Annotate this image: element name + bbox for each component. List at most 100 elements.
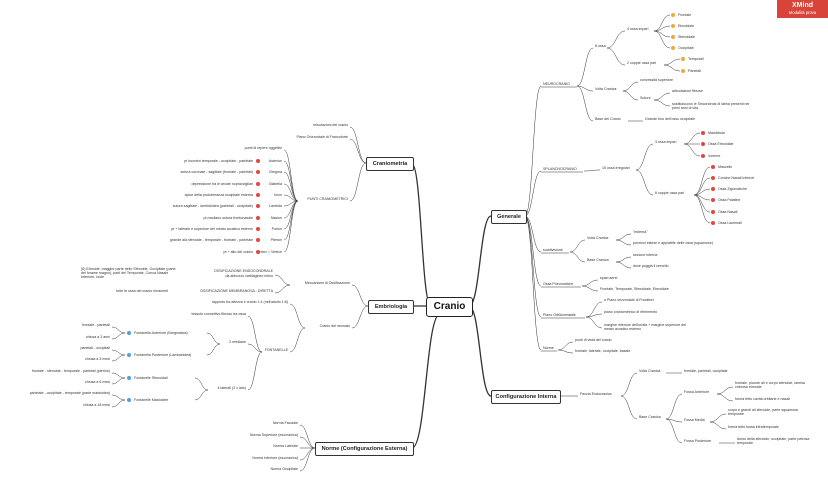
topic-nasali[interactable]: Ossa Nasali	[718, 210, 738, 214]
topic-mastoidee-b[interactable]: chiusa a 18 mesi	[83, 403, 110, 407]
topic-punto-desc[interactable]: grande ala sfenoide - temporale - fronta…	[170, 238, 253, 242]
topic-anteriore-b[interactable]: chiusa a 3 anni	[85, 335, 110, 339]
topic-palatine[interactable]: Ossa Palatine	[718, 198, 741, 202]
topic-endocondrale[interactable]: OSSIFICAZIONE ENDOCONDRALE	[213, 269, 273, 273]
topic-posteriore-a[interactable]: dorso della sfenoide, occipitale, parte …	[737, 437, 810, 446]
topic-punto-name[interactable]: Nasion	[270, 216, 282, 220]
topic-faccia-endocranica[interactable]: Faccia Endocranica	[580, 392, 612, 396]
topic-frontale-list[interactable]: Frontale, Temporale, Sfenoidale, Etmoida…	[600, 287, 669, 291]
topic-base-cranica[interactable]: Base Cranica	[587, 258, 609, 262]
topic-norma-1[interactable]: Norma Facciale	[272, 421, 298, 425]
main-topic-configurazione[interactable]: Configurazione Interna	[491, 390, 561, 404]
topic-punto-desc[interactable]: depressione tra le arcate sopraccigliari	[191, 182, 253, 186]
topic-membranosa-desc[interactable]: tutte le ossa del cranio rimanenti	[116, 289, 168, 293]
topic-grande-foro[interactable]: Grande foro dell'osso occipitale	[645, 117, 696, 121]
topic-sfenoidali-b[interactable]: chiusa a 6 mesi	[85, 380, 110, 384]
topic-sfenoidali-a[interactable]: frontale - sfenoide - temporale - pariet…	[31, 369, 110, 373]
topic-vomere[interactable]: Vomere	[708, 154, 721, 158]
topic-sostituiscono[interactable]: sostituiscono le Sincondrosi di latina p…	[672, 102, 750, 111]
topic-esterna[interactable]: "esterna"	[633, 230, 648, 234]
topic-temporali[interactable]: Temporali	[688, 57, 704, 61]
topic-punto-name[interactable]: Asterion	[268, 159, 282, 163]
topic-punti-craniometrici[interactable]: PUNTI CRANIOMETRICI	[307, 197, 348, 201]
topic-rapporto[interactable]: rapporto tra altezza e cranio 1:4 (nell'…	[211, 300, 288, 304]
topic-punto-desc[interactable]: pt + laterale e superiore del meato acus…	[171, 227, 253, 231]
topic-mastoidee[interactable]: Fontanelle Mastoidee	[134, 398, 169, 402]
topic-margine[interactable]: margine inferiore dell'orbita + margine …	[604, 323, 687, 332]
main-topic-generale[interactable]: Generale	[491, 210, 527, 224]
topic-volta-cranica-2[interactable]: Volta Cranica	[587, 236, 609, 240]
topic-config-volta[interactable]: Volta Cranica	[639, 369, 661, 373]
topic-punto-desc[interactable]: sutura sagittale - lambdoidea (parietali…	[172, 204, 253, 208]
topic-quattro-impari[interactable]: 4 ossa impari	[627, 27, 649, 31]
topic-convessita[interactable]: convessità superiore	[640, 78, 673, 82]
topic-punti-vista[interactable]: punti di vista del cranio	[575, 338, 612, 342]
topic-punto-name[interactable]: Pterion	[270, 238, 282, 242]
topic-meccanismi[interactable]: Meccanismi di Ossificazione	[304, 281, 350, 285]
topic-suddivisione[interactable]: suddivisione	[543, 248, 563, 252]
topic-piano-cranio[interactable]: piano craniometrico di riferimento	[604, 310, 658, 314]
topic-norma-3[interactable]: Norma Laterale	[273, 444, 298, 448]
topic-frontale[interactable]: Frontale	[678, 13, 692, 17]
topic-norma-2[interactable]: Norma Superiore (esocranica)	[249, 433, 298, 437]
topic-porzioni[interactable]: porzioni estese e appiattite delle ossa …	[633, 241, 713, 245]
topic-mastoidee-a[interactable]: parietale - occipitale - temporale (part…	[29, 391, 110, 395]
topic-posteriore-b[interactable]: chiusa a 3 mesi	[85, 357, 110, 361]
topic-punto-name[interactable]: Bregma	[269, 170, 282, 174]
topic-anteriore-a[interactable]: frontale - parietali	[82, 323, 110, 327]
topic-splancnocranio[interactable]: SPLANCNOCRANIO	[543, 167, 577, 171]
topic-punto-desc[interactable]: apice della protuberanza occipitale este…	[184, 193, 253, 197]
topic-zigomatiche[interactable]: Ossa Zigomatiche	[718, 187, 747, 191]
topic-conche[interactable]: Conche Nasali Inferiori	[718, 176, 755, 180]
topic-mandibola[interactable]: Mandibola	[708, 131, 725, 135]
main-topic-embriologia[interactable]: Embriologia	[368, 300, 414, 314]
topic-punto-desc[interactable]: pt mediano sutura frontonasale	[203, 216, 253, 220]
topic-neonato[interactable]: Cranio del neonato	[319, 324, 350, 328]
topic-sezione[interactable]: sezione interna	[633, 253, 658, 257]
topic-frontale-lat[interactable]: frontale, laterale, occipitale, basale	[575, 349, 631, 353]
topic-punto-desc[interactable]: pt + alto del cranio	[223, 250, 253, 254]
topic-laterali[interactable]: 4 laterali (2 x lato)	[217, 386, 246, 390]
topic-lacrimali[interactable]: Ossa Lacrimali	[718, 221, 742, 225]
topic-punti-desc[interactable]: punti di repere oggettivi	[244, 146, 282, 150]
topic-posteriore[interactable]: Fontanella Posteriore (Lambdoidea)	[134, 353, 192, 357]
topic-anteriore[interactable]: Fontanella Anteriore (Bregmatica)	[134, 331, 188, 335]
topic-parietali[interactable]: Parietali	[688, 69, 701, 73]
topic-media-b[interactable]: forma tetto fossa infratemporale	[728, 425, 779, 429]
topic-quindici[interactable]: 15 ossa irregolari	[602, 166, 630, 170]
topic-tre-impari[interactable]: 3 ossa impari	[655, 140, 677, 144]
topic-norma-5[interactable]: Norma Occipitale	[270, 467, 298, 471]
topic-posteriore-a[interactable]: parietali - occipitali	[80, 346, 110, 350]
topic-neurocranio[interactable]: NEUROCRANIO	[543, 82, 570, 86]
topic-fontanelle[interactable]: FONTANELLE	[264, 348, 288, 352]
topic-media-a[interactable]: corpo e grandi ali sfenoide, parte squam…	[728, 408, 798, 417]
topic-suture[interactable]: Suture	[640, 96, 651, 100]
topic-punto-name[interactable]: Vertex = Vertice	[256, 250, 282, 254]
topic-punto-name[interactable]: Porion	[271, 227, 282, 231]
topic-mascelle[interactable]: Mascelle	[718, 165, 733, 169]
topic-config-volta-desc[interactable]: frontale, parietali, occipitale	[684, 369, 728, 373]
topic-sei-coppie[interactable]: 6 coppie ossa pari	[655, 191, 685, 195]
topic-anteriore-a[interactable]: frontale, piccole ali e corpo sfenoide, …	[735, 381, 805, 390]
topic-tessuto[interactable]: tessuto connettivo fibroso tra ossa	[191, 312, 246, 316]
topic-ossa_pneumatiche[interactable]: Ossa Pneumatiche	[543, 282, 574, 286]
topic-fossa-media[interactable]: Fossa Media	[684, 418, 705, 422]
topic-sfenoidali[interactable]: Fontanelle Sfenoidali	[134, 376, 168, 380]
topic-config-base[interactable]: Base Cranica	[639, 415, 661, 419]
topic-mediane[interactable]: 2 mediane	[229, 340, 246, 344]
topic-piano-francoforte[interactable]: Piano Orizzontale di Francoforte	[296, 135, 348, 139]
topic-etmoidale[interactable]: Etmoidale	[678, 24, 694, 28]
topic-endocondrale-desc[interactable]: da abbozzo cartilagineo intino	[225, 274, 273, 278]
trial-badge[interactable]: XMind Modalità prova	[777, 0, 828, 18]
topic-articolazioni[interactable]: articolazioni fibrose	[672, 89, 703, 93]
topic-norme[interactable]: Norme	[543, 346, 554, 350]
root-topic[interactable]: Cranio	[426, 297, 473, 317]
topic-norma-4[interactable]: Norma Inferiore (esocranica)	[252, 456, 298, 460]
topic-misurazioni[interactable]: misurazioni del cranio	[313, 123, 348, 127]
topic-due-coppie[interactable]: 2 coppie ossa pari	[627, 61, 657, 65]
topic-piano-orizzontale[interactable]: o Piano orizzontale di Frankfort	[604, 298, 654, 302]
topic-base-cranio[interactable]: Base del Cranio	[595, 117, 621, 121]
topic-anteriore-b[interactable]: forma tetto cavità orbitarie e nasali	[735, 397, 790, 401]
main-topic-norme[interactable]: Norme (Configurazione Esterna)	[315, 442, 414, 456]
topic-punto-name[interactable]: Lambda	[269, 204, 282, 208]
